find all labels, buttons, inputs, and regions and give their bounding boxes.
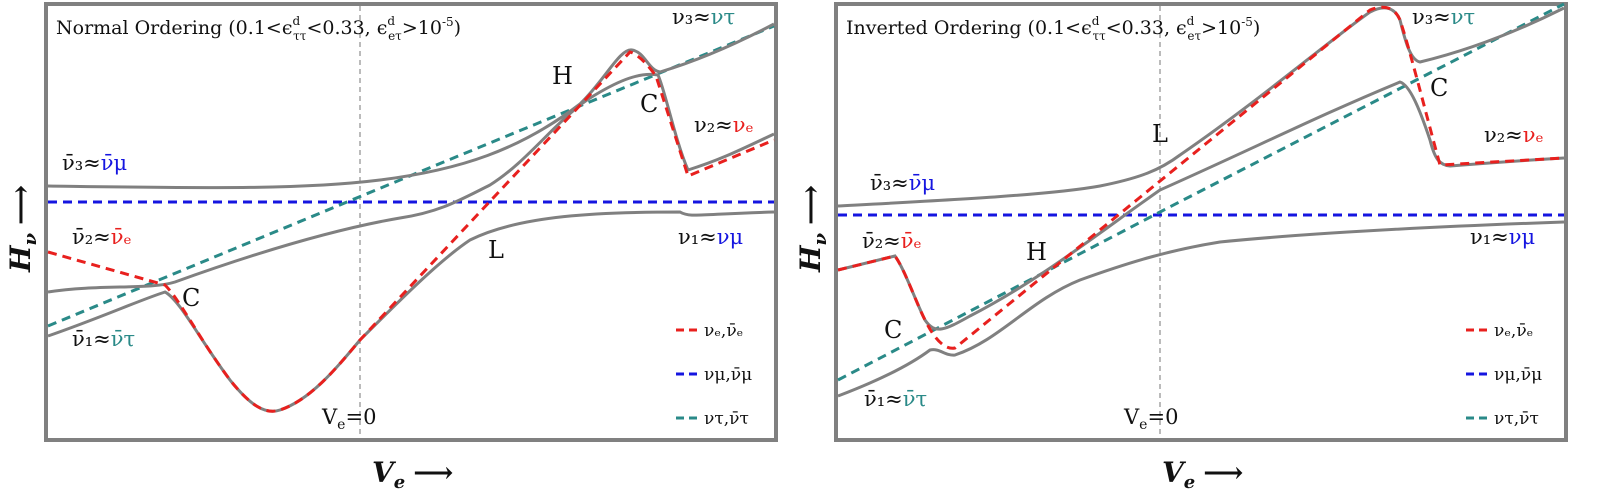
nutau-flavor-line (47, 24, 775, 328)
label-anu3: ν̄₃≈ν̄μ (870, 171, 935, 195)
label-anu1: ν̄₁≈ν̄τ (864, 387, 927, 411)
marker-c-top: C (1430, 74, 1448, 102)
label-nu2: ν₂≈νₑ (1484, 123, 1544, 147)
label-anu2: ν̄₂≈ν̄ₑ (862, 229, 922, 253)
label-nu2: ν₂≈νₑ (694, 113, 754, 137)
x-axis-label: Ve⟶ (1162, 456, 1243, 493)
y-axis-label: Hν⟶ (4, 185, 41, 273)
eigen-curve-3 (47, 22, 775, 190)
y-axis-label: Hν⟶ (794, 185, 831, 273)
marker-l: L (488, 236, 504, 264)
label-nu3: ν₃≈ντ (672, 5, 735, 29)
ve-zero-label: Ve=0 (321, 405, 376, 433)
legend-label-numu: νμ,ν̄μ (1494, 365, 1542, 385)
legend-label-nue: νₑ,ν̄ₑ (1494, 321, 1533, 341)
legend-label-nutau: ντ,ν̄τ (1494, 409, 1539, 429)
label-nu1: ν₁≈νμ (1470, 225, 1535, 249)
eigen-curve-2 (837, 80, 1565, 331)
panel-frame (834, 2, 1568, 442)
marker-c-bottom: C (884, 316, 902, 344)
legend: νₑ,ν̄ₑ νμ,ν̄μ ντ,ν̄τ (1466, 321, 1542, 429)
marker-h: H (552, 62, 573, 90)
legend-label-nue: νₑ,ν̄ₑ (704, 321, 743, 341)
legend-label-numu: νμ,ν̄μ (704, 365, 752, 385)
marker-h: H (1026, 238, 1047, 266)
label-anu2: ν̄₂≈ν̄ₑ (72, 225, 132, 249)
label-nu3: ν₃≈ντ (1412, 5, 1475, 29)
ve-zero-label: Ve=0 (1123, 405, 1178, 433)
marker-c-top: C (640, 90, 658, 118)
legend: νₑ,ν̄ₑ νμ,ν̄μ ντ,ν̄τ (676, 321, 752, 429)
label-anu3: ν̄₃≈ν̄μ (62, 151, 127, 175)
eigen-curve-2 (47, 72, 775, 294)
label-anu1: ν̄₁≈ν̄τ (72, 327, 135, 351)
label-nu1: ν₁≈νμ (678, 225, 743, 249)
eigen-curve-1 (837, 220, 1565, 398)
x-axis-label: Ve⟶ (372, 456, 453, 493)
legend-label-nutau: ντ,ν̄τ (704, 409, 749, 429)
nue-flavor-line (47, 50, 775, 413)
panel-frame (44, 2, 778, 442)
nutau-flavor-line (837, 2, 1565, 382)
marker-l: L (1152, 120, 1168, 148)
eigen-curve-1 (47, 210, 775, 413)
nue-flavor-line (837, 5, 1565, 350)
marker-c-bottom: C (182, 284, 200, 312)
